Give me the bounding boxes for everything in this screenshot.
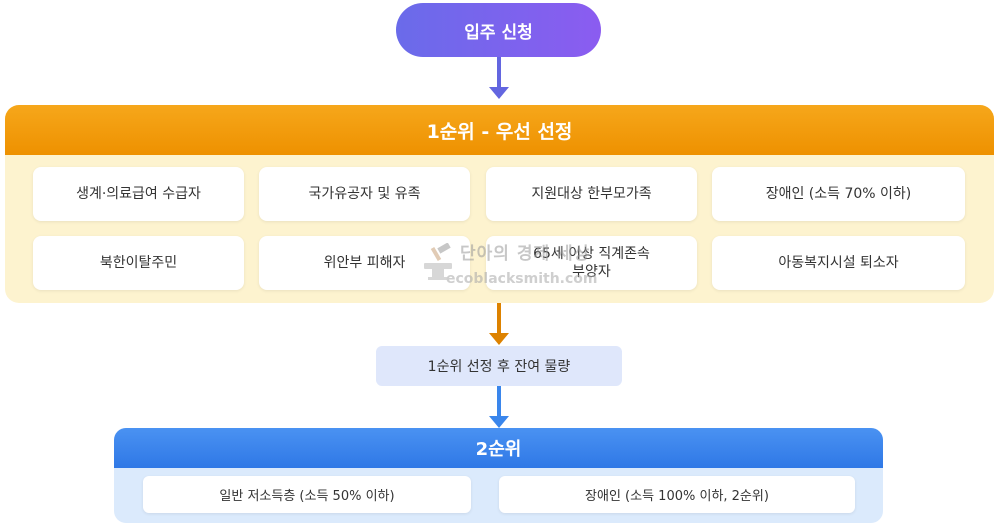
priority1-item: 아동복지시설 퇴소자 [712, 236, 965, 290]
priority2-item: 장애인 (소득 100% 이하, 2순위) [499, 476, 855, 513]
priority1-item: 65세 이상 직계존속 부양자 [486, 236, 697, 290]
remaining-supply-node: 1순위 선정 후 잔여 물량 [376, 346, 622, 386]
arrow-down-2 [489, 303, 509, 345]
priority2-title: 2순위 [475, 439, 522, 460]
arrow-down-1 [489, 57, 509, 99]
priority1-item: 지원대상 한부모가족 [486, 167, 697, 221]
start-node: 입주 신청 [396, 3, 601, 57]
priority1-item: 장애인 (소득 70% 이하) [712, 167, 965, 221]
priority1-item: 국가유공자 및 유족 [259, 167, 470, 221]
priority2-header: 2순위 [114, 428, 883, 468]
priority1-item: 북한이탈주민 [33, 236, 244, 290]
remaining-supply-label: 1순위 선정 후 잔여 물량 [427, 359, 571, 375]
arrow-down-3 [489, 386, 509, 428]
priority1-title: 1순위 - 우선 선정 [426, 120, 573, 143]
priority2-item: 일반 저소득층 (소득 50% 이하) [143, 476, 471, 513]
priority1-header: 1순위 - 우선 선정 [5, 105, 994, 155]
priority1-item: 위안부 피해자 [259, 236, 470, 290]
start-label: 입주 신청 [464, 22, 533, 43]
priority1-item: 생계·의료급여 수급자 [33, 167, 244, 221]
